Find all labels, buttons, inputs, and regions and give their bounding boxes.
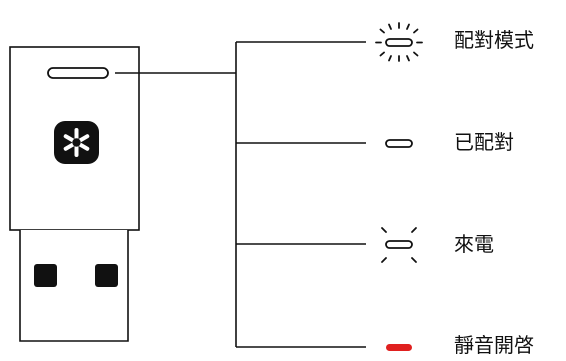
led-solid-icon (385, 139, 413, 148)
asterisk-logo-icon (54, 121, 99, 164)
led-blinking-rays-icon (375, 22, 423, 62)
led-flashing-rays-icon (381, 227, 417, 263)
usb-contact-right (95, 264, 118, 287)
connector-lines (115, 41, 366, 348)
state-label-pairing: 配對模式 (454, 28, 534, 52)
usb-a-connector-icon (19, 230, 129, 342)
state-label-incoming-call: 來電 (454, 232, 494, 256)
led-solid-red-icon (386, 344, 412, 351)
status-led-icon (47, 67, 109, 79)
state-label-muted: 靜音開啓 (454, 333, 534, 357)
dongle (9, 46, 140, 231)
usb-contact-left (34, 264, 57, 287)
state-label-paired: 已配對 (454, 130, 514, 154)
